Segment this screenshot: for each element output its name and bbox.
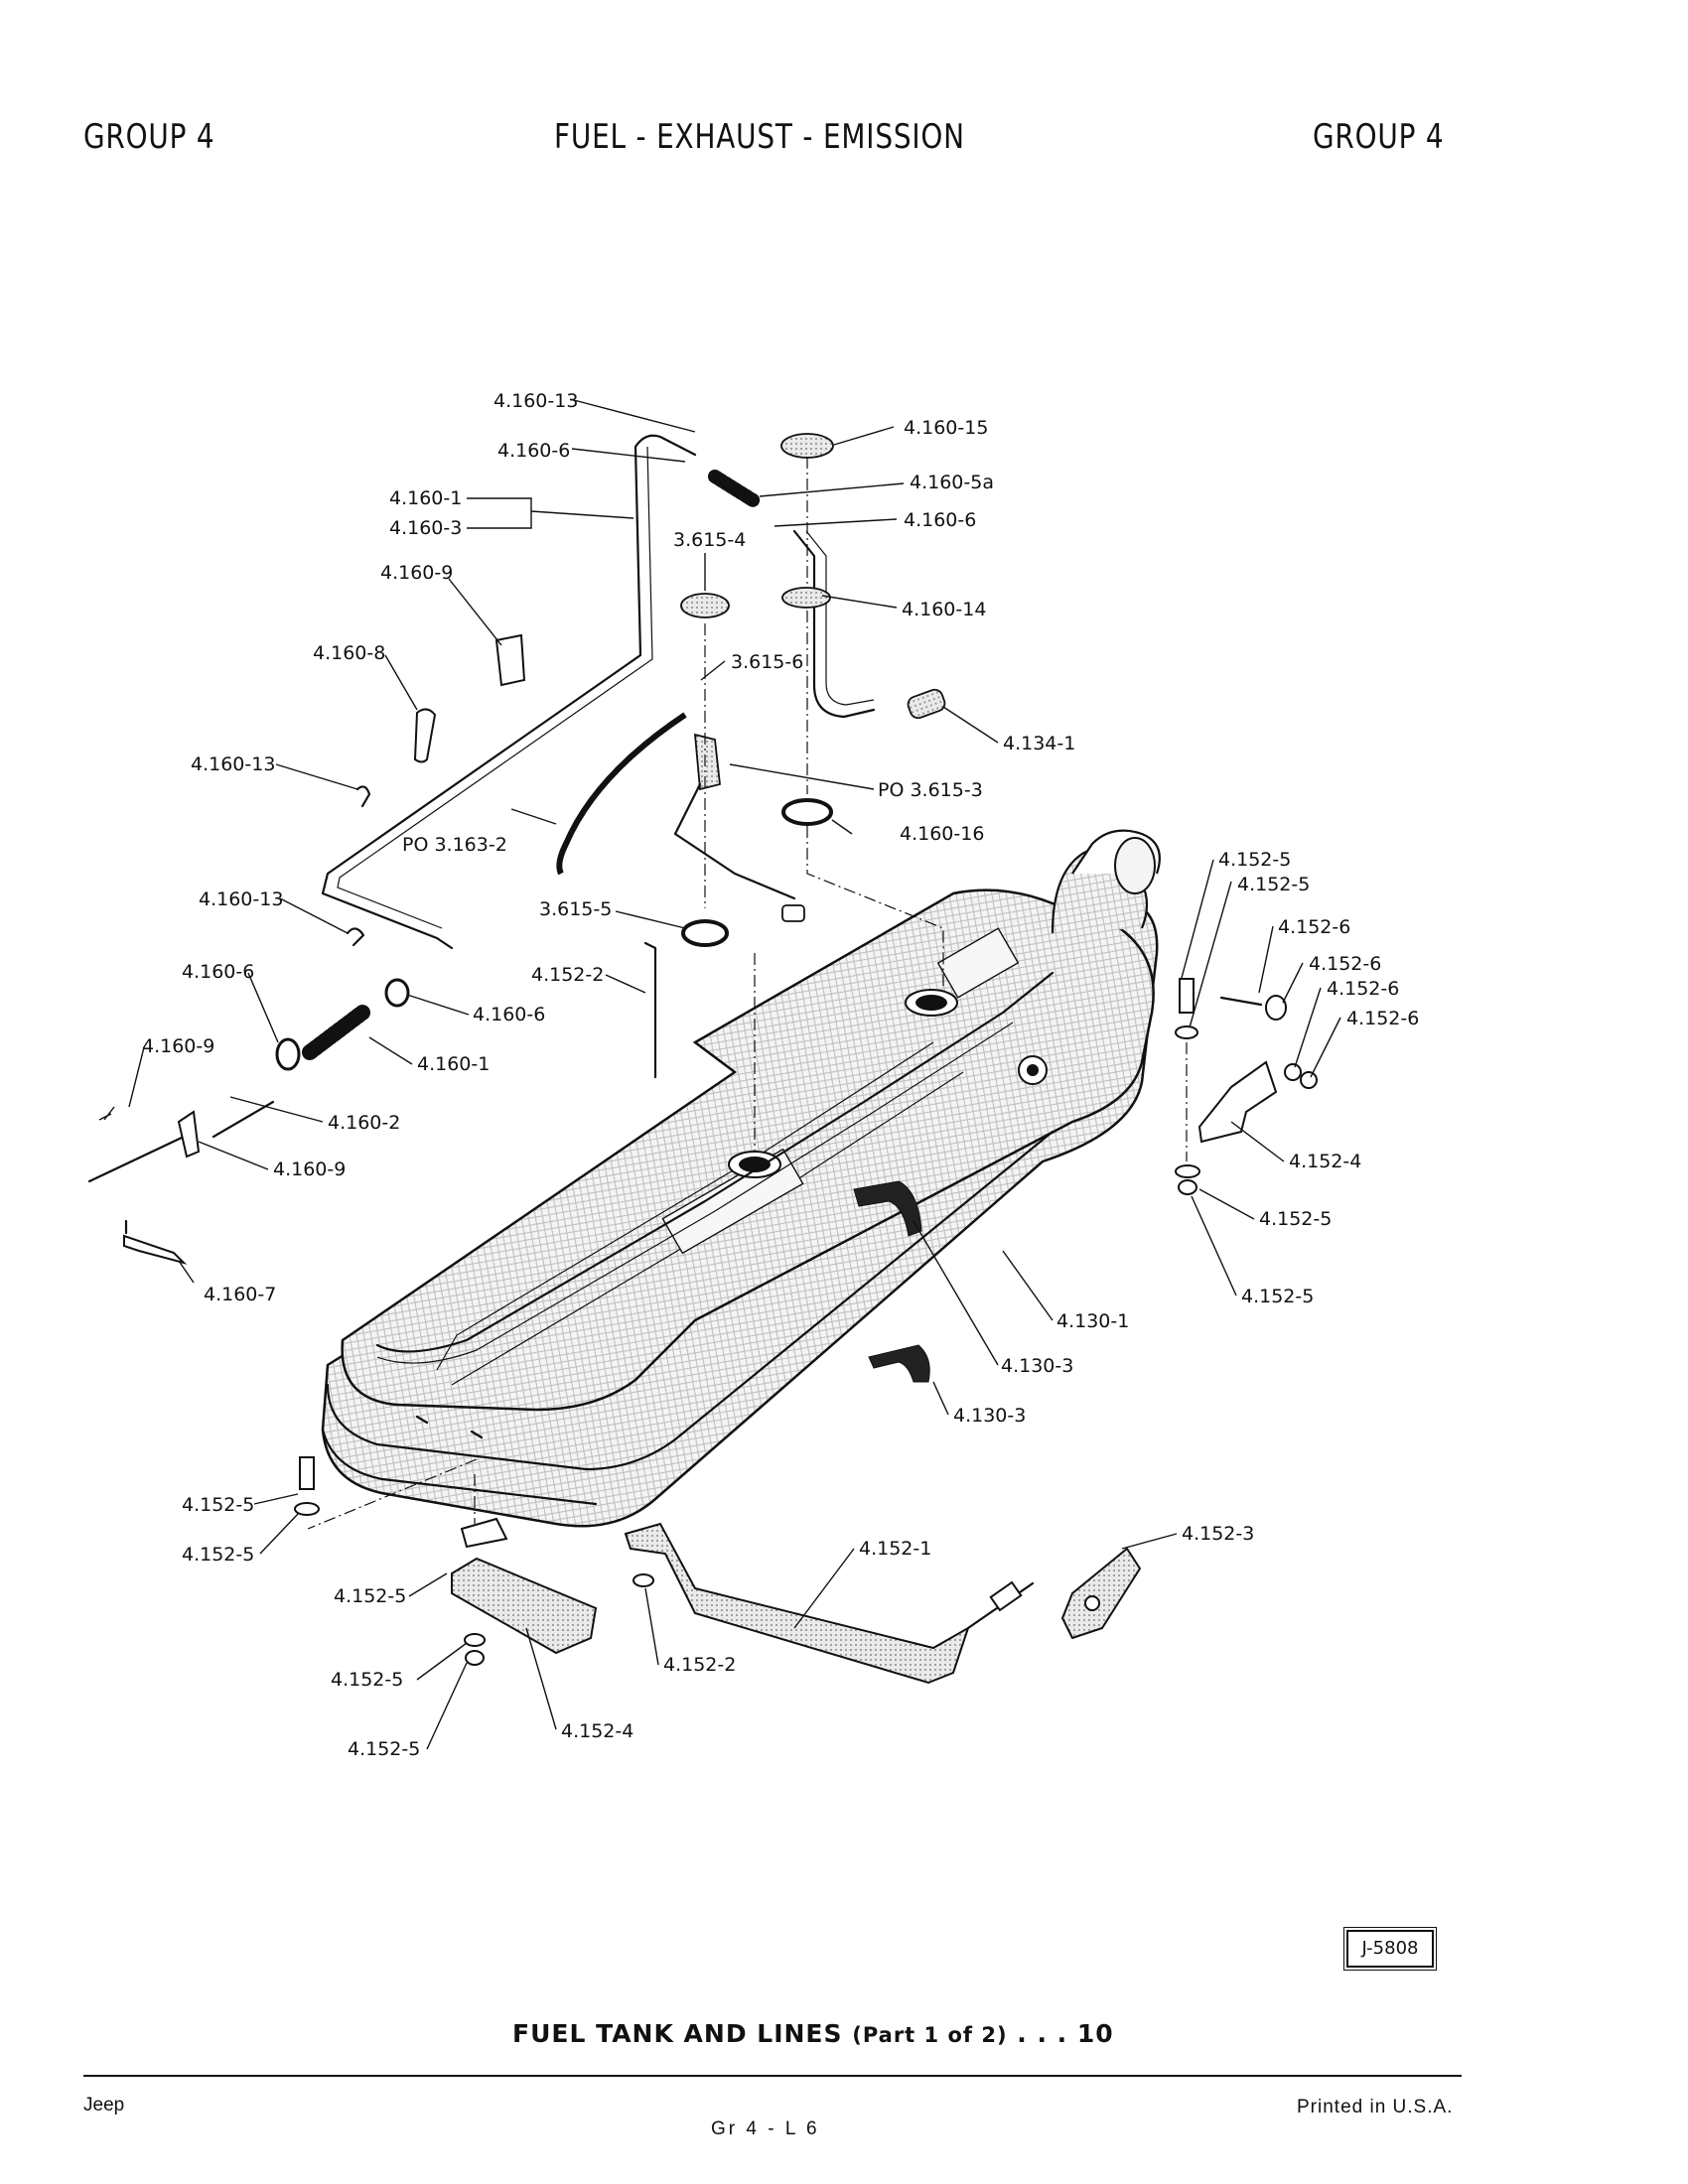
- callout-label: 4.160-1: [389, 487, 462, 509]
- alignment-lines: [307, 457, 1188, 1530]
- leader-lines: [98, 398, 1341, 1750]
- washer-4-152-2: [633, 1573, 654, 1587]
- clip-4-160-13-a: [355, 785, 371, 808]
- callout-label: 4.152-6: [1346, 1008, 1419, 1029]
- clip-4-160-9-lower: [177, 1110, 201, 1159]
- clip-4-160-13-b: [346, 927, 365, 947]
- callout-label: 3.615-5: [539, 898, 612, 920]
- callout-label: 4.160-13: [199, 888, 283, 910]
- callout-label: 4.160-9: [142, 1035, 214, 1057]
- washers-4-152-5-bottom: [464, 1633, 486, 1666]
- tank-pad-lower: [868, 1344, 930, 1383]
- callout-label: PO 3.615-3: [878, 779, 983, 801]
- callout-labels: 4.160-13 4.160-6 4.160-1 4.160-3 4.160-9…: [142, 390, 1419, 1760]
- callout-label: 4.160-6: [904, 509, 976, 531]
- callout-label: 4.152-4: [561, 1720, 633, 1742]
- footer-divider: [83, 2075, 1462, 2077]
- callout-label: 4.160-16: [900, 823, 984, 845]
- callout-label: 4.152-5: [1237, 874, 1310, 895]
- header-right-group: GROUP 4: [1313, 117, 1445, 157]
- callout-label: 4.134-1: [1003, 733, 1075, 754]
- lock-ring-3-615-4: [680, 593, 730, 618]
- gasket-4-160-16: [781, 798, 833, 826]
- callout-label: 4.152-5: [348, 1738, 420, 1760]
- callout-label: 4.130-3: [1001, 1355, 1073, 1377]
- gasket-3-615-5: [681, 919, 729, 947]
- washers-4-152-5-right: [1175, 1164, 1200, 1195]
- callout-label: 4.160-6: [497, 440, 570, 462]
- callout-label: 4.160-2: [328, 1112, 400, 1134]
- bracket-4-152-4-bottom: [451, 1517, 598, 1655]
- callout-label: 4.152-6: [1309, 953, 1381, 975]
- fuel-line-main: [321, 434, 697, 950]
- callout-label: 4.160-14: [902, 599, 986, 620]
- hose-4-160-5a: [708, 470, 762, 508]
- callout-label: 4.152-5: [1259, 1208, 1332, 1230]
- callout-label: 4.160-9: [380, 562, 453, 584]
- tank-pad-upper: [853, 1180, 922, 1237]
- clip-4-160-8: [413, 708, 437, 763]
- callout-label: 4.152-5: [1241, 1286, 1314, 1307]
- sender-unit: [673, 733, 805, 922]
- callout-label: 4.152-4: [1289, 1151, 1361, 1172]
- caption-title: FUEL TANK AND LINES: [512, 2019, 843, 2048]
- callout-label: 4.160-13: [493, 390, 578, 412]
- bracket-4-152-3: [1060, 1547, 1142, 1640]
- nut-4-152-6: [1284, 1063, 1318, 1089]
- bolt-4-152-6: [1219, 995, 1287, 1021]
- callout-label: 4.152-5: [331, 1669, 403, 1691]
- clamp-4-160-6-right: [384, 978, 410, 1008]
- callout-label: 4.152-3: [1182, 1523, 1254, 1545]
- callout-label: 4.160-6: [182, 961, 254, 983]
- callout-label: 4.160-8: [313, 642, 385, 664]
- callout-label: 4.160-7: [204, 1284, 276, 1305]
- clip-4-160-9-upper: [494, 633, 526, 687]
- callout-label: 4.152-5: [1218, 849, 1291, 871]
- callout-label: 3.615-4: [673, 529, 746, 551]
- fuel-tank: [321, 829, 1161, 1528]
- footer-printed: Printed in U.S.A.: [1297, 2097, 1454, 2117]
- callout-label: 4.160-9: [273, 1159, 346, 1180]
- footer-brand: Jeep: [83, 2095, 125, 2116]
- callout-label: 4.160-6: [473, 1004, 545, 1025]
- callout-label: 4.152-5: [182, 1494, 254, 1516]
- caption-page: . . . 10: [1017, 2019, 1114, 2048]
- callout-label: 4.152-5: [334, 1585, 406, 1607]
- callout-label: PO 3.163-2: [402, 834, 507, 856]
- callout-label: 4.160-3: [389, 517, 462, 539]
- line-4-160-2: [87, 1100, 275, 1183]
- strap-4-152-1: [624, 1522, 1035, 1685]
- vent-tube-4-160-14: [781, 529, 876, 719]
- bolt-4-152-5-bottom: [294, 1456, 320, 1516]
- callout-label: 4.152-1: [859, 1538, 931, 1560]
- callout-label: 4.152-6: [1327, 978, 1399, 1000]
- hose-4-160-1: [302, 1005, 370, 1060]
- header-section-title: FUEL - EXHAUST - EMISSION: [554, 117, 965, 157]
- header-left-group: GROUP 4: [83, 117, 215, 157]
- clamp-4-160-6-left: [275, 1037, 301, 1071]
- bracket-4-160-7: [123, 1219, 188, 1265]
- callout-label: 4.152-2: [531, 964, 604, 986]
- figure-caption: FUEL TANK AND LINES (Part 1 of 2) . . . …: [512, 2019, 1114, 2048]
- callout-label: 3.615-6: [731, 651, 803, 673]
- callout-label: 4.160-15: [904, 417, 988, 439]
- callout-label: 4.160-13: [191, 753, 275, 775]
- footer-page-number: Gr 4 - L 6: [711, 2118, 820, 2139]
- rollover-valve: [907, 688, 946, 720]
- callout-label: 4.152-6: [1278, 916, 1350, 938]
- bracket-4-152-4-right: [1197, 1060, 1278, 1144]
- rod-4-152-2: [643, 941, 657, 1079]
- caption-part: (Part 1 of 2): [852, 2023, 1008, 2047]
- callout-label: 4.130-1: [1056, 1310, 1129, 1332]
- callout-label: 4.160-1: [417, 1053, 490, 1075]
- figure-reference-box: J-5808: [1343, 1927, 1437, 1971]
- bolt-4-152-5-right: [1175, 978, 1198, 1039]
- filler-cap-ring: [780, 433, 834, 459]
- fuel-hose-po-3-163-2: [556, 712, 687, 876]
- callout-label: 4.152-5: [182, 1544, 254, 1566]
- callout-label: 4.130-3: [953, 1405, 1026, 1427]
- callout-label: 4.152-2: [663, 1654, 736, 1676]
- callout-label: 4.160-5a: [910, 472, 994, 493]
